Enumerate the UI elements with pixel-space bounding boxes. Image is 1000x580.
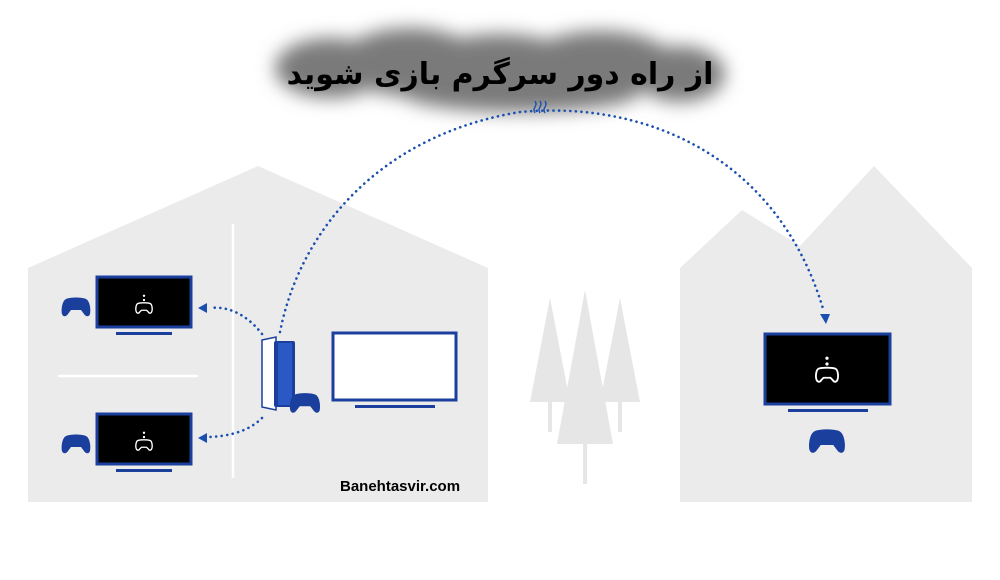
cloud xyxy=(275,28,725,112)
tv-living-room xyxy=(331,331,458,408)
arrow-head-upper xyxy=(198,303,207,313)
page-title: از راه دور سرگرم بازی شوید xyxy=(286,56,714,92)
tv-upper-left xyxy=(95,275,193,335)
trees xyxy=(530,290,640,484)
arrow-head-right xyxy=(820,314,830,324)
arrow-head-lower xyxy=(198,433,207,443)
local-link-upper xyxy=(208,306,264,336)
local-link-lower xyxy=(208,416,264,439)
wifi-signal-icon xyxy=(533,100,547,114)
remote-link-arc xyxy=(278,109,826,334)
tv-right-house xyxy=(763,332,892,412)
tv-lower-left xyxy=(95,412,193,472)
console-icon xyxy=(261,336,295,411)
watermark-text: Banehtasvir.com xyxy=(340,478,461,495)
